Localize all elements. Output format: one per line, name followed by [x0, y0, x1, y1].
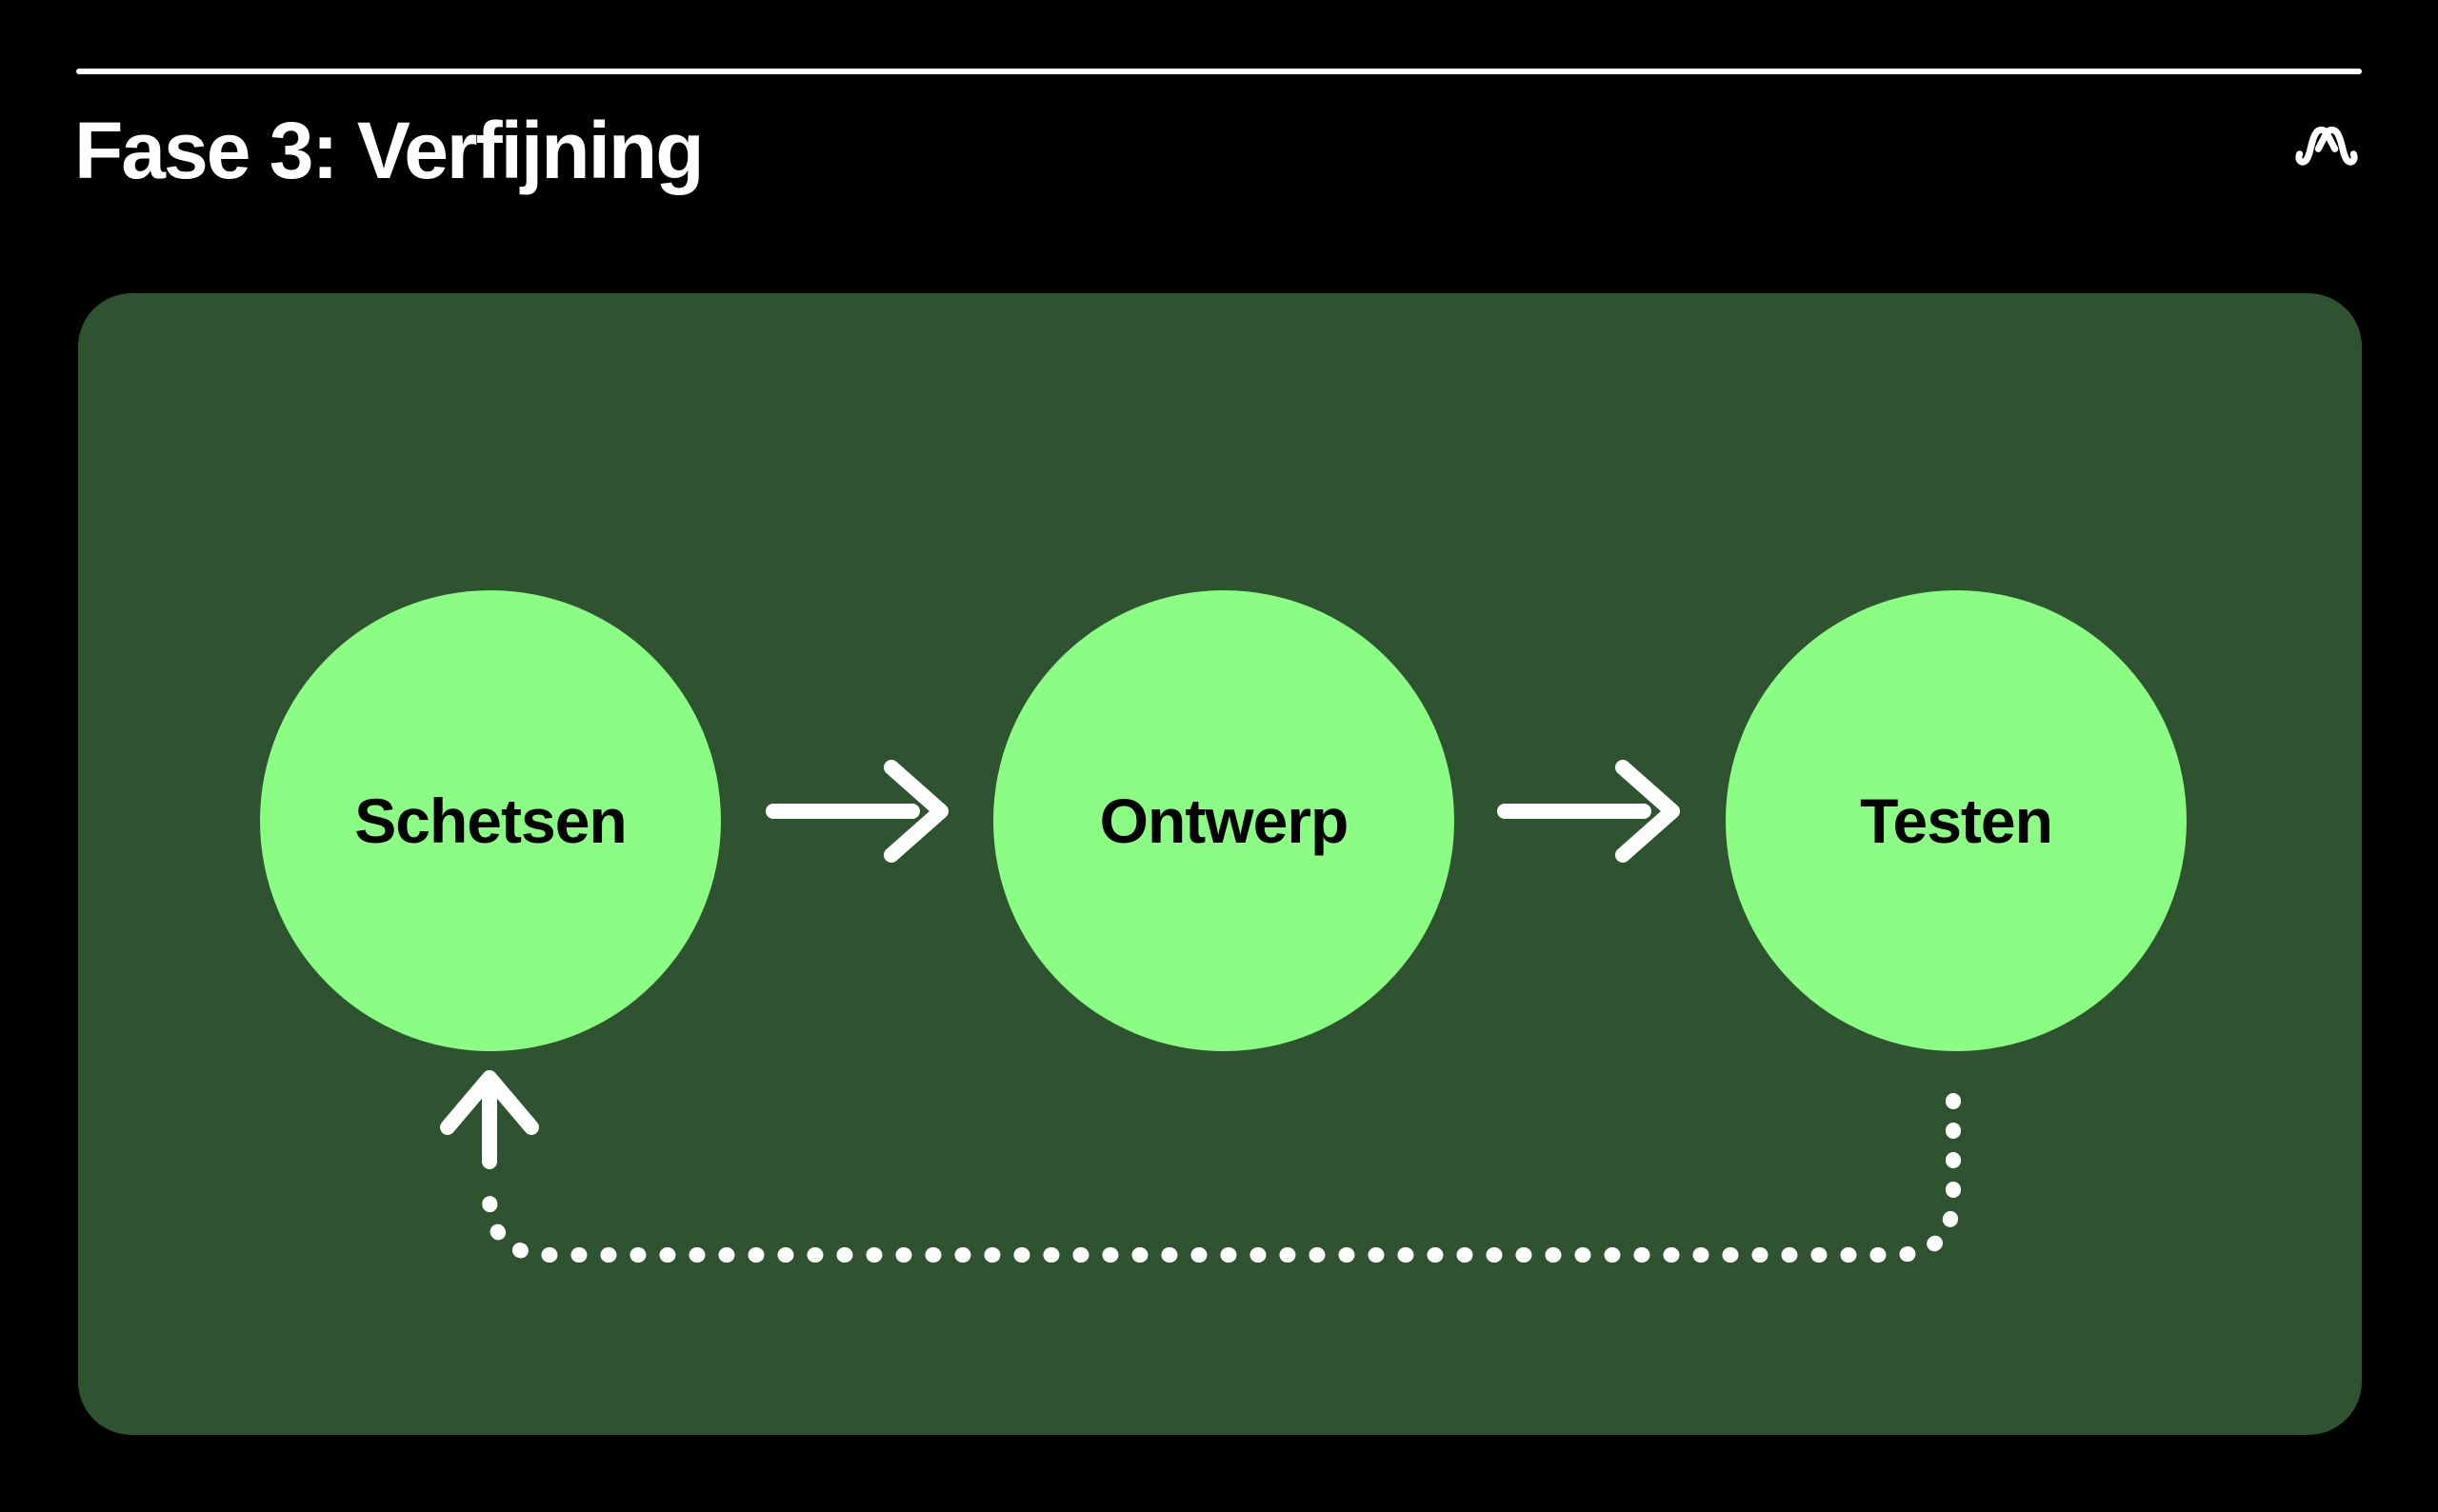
- node-schetsen-label: Schetsen: [354, 786, 627, 856]
- meta-logo-right-loop: [2314, 126, 2358, 166]
- meta-logo-icon: [2295, 126, 2358, 166]
- page-title: Fase 3: Verfijning: [74, 106, 705, 195]
- node-testen-label: Testen: [1860, 786, 2053, 856]
- meta-logo-left-loop: [2295, 126, 2339, 166]
- node-testen: Testen: [1726, 590, 2187, 1051]
- node-ontwerp: Ontwerp: [993, 590, 1454, 1051]
- header-rule: [76, 69, 2362, 74]
- node-ontwerp-label: Ontwerp: [1099, 786, 1349, 856]
- node-schetsen: Schetsen: [260, 590, 721, 1051]
